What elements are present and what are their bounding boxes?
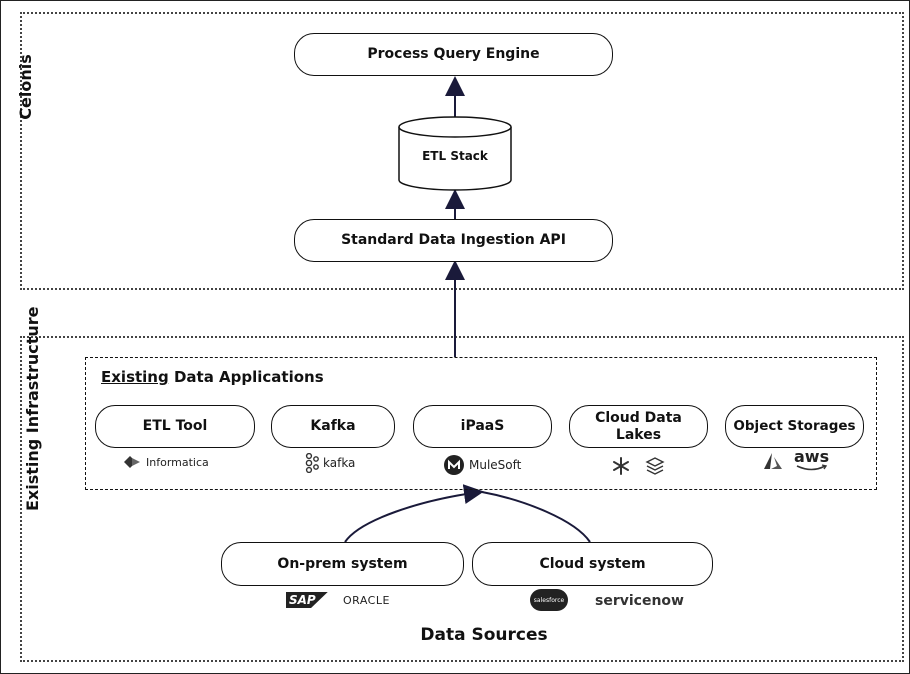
cloud-data-lakes-node: Cloud Data Lakes [569, 405, 708, 448]
mulesoft-logo: MuleSoft [443, 454, 521, 476]
kafka-logo: kafka [303, 453, 355, 473]
curve-onprem-to-apps [344, 484, 484, 543]
salesforce-cloud-icon: salesforce [530, 589, 568, 611]
salesforce-logo: salesforce [530, 589, 568, 611]
informatica-icon [124, 456, 140, 468]
etl-tool-node: ETL Tool [95, 405, 255, 448]
standard-data-ingestion-api: Standard Data Ingestion API [294, 219, 613, 262]
on-prem-system-node: On-prem system [221, 542, 464, 586]
stack-icon [645, 457, 665, 475]
servicenow-logo: servicenow [595, 593, 684, 609]
informatica-logo: Informatica [122, 454, 209, 470]
curve-cloud-to-apps [481, 491, 591, 543]
cloud-system-node: Cloud system [472, 542, 713, 586]
ipaas-node: iPaaS [413, 405, 552, 448]
process-query-engine: Process Query Engine [294, 33, 613, 76]
azure-icon [764, 453, 782, 469]
data-applications-title: Existing Data Applications [101, 368, 324, 386]
sap-logo: SAP [286, 592, 328, 608]
aws-logo: aws [794, 449, 829, 472]
object-storages-node: Object Storages [725, 405, 864, 448]
oracle-logo: ORACLE [343, 594, 390, 607]
object-storages-logos: aws [762, 449, 829, 472]
cloud-data-lakes-logos [611, 456, 665, 476]
celonis-zone [20, 12, 904, 290]
infrastructure-zone [20, 336, 904, 662]
snowflake-icon [613, 457, 629, 475]
etl-stack-cylinder [398, 116, 512, 191]
aws-smile-icon [796, 464, 827, 471]
kafka-icon [305, 453, 319, 473]
kafka-node: Kafka [271, 405, 395, 448]
mulesoft-icon [444, 455, 464, 475]
etl-stack-label: ETL Stack [422, 149, 488, 163]
data-sources-title: Data Sources [420, 625, 548, 645]
data-applications-box [85, 357, 877, 490]
